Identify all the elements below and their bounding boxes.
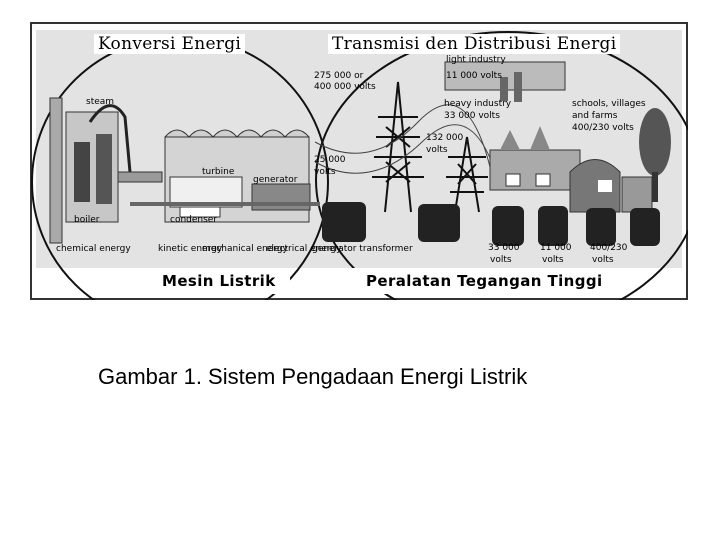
label-33000-volts-mid: 33 000 volts [444,111,500,121]
label-generator: generator [253,175,298,185]
header-transmission-distribution: Transmisi den Distribusi Energi [328,34,621,54]
label-high-voltage-equipment: Peralatan Tegangan Tinggi [352,268,617,294]
label-generator-transformer: generator transformer [312,244,413,254]
transmission-ellipse [315,31,688,300]
transformers [322,202,660,246]
label-electrical-machines: Mesin Listrik [148,268,290,294]
label-volts-2: volts [542,255,564,265]
diagram-artwork: steam turbine generator condenser boiler… [30,22,688,300]
factories [444,61,581,191]
label-electrical-energy: electrical energy [266,244,342,254]
label-turbine: turbine [202,167,235,177]
label-275000: 275 000 or [314,71,364,81]
label-heavy-industry: heavy industry [444,99,512,109]
village [569,108,671,213]
label-400-230-volts-top: 400/230 volts [572,123,634,133]
label-11000-volts-top: 11 000 volts [446,71,502,81]
label-33000-bottom: 33 000 [488,243,520,253]
figure-caption: Gambar 1. Sistem Pengadaan Energi Listri… [98,364,528,389]
energy-system-diagram: steam turbine generator condenser boiler… [30,22,688,300]
label-400000-volts: 400 000 volts [314,82,376,92]
label-condenser: condenser [170,215,217,225]
label-steam: steam [86,97,114,107]
label-mechanical-energy: mechanical energy [202,244,289,254]
label-25000-volts: volts [314,167,336,177]
label-25000: 25 000 [314,155,346,165]
header-energy-conversion: Konversi Energi [94,34,246,54]
label-volts-3: volts [592,255,614,265]
label-400-230-bottom: 400/230 [590,243,628,253]
label-volts-1: volts [490,255,512,265]
label-light-industry: light industry [446,55,506,65]
label-kinetic-energy: kinetic energy [158,244,223,254]
label-132000-volts: volts [426,145,448,155]
label-chemical-energy: chemical energy [56,244,131,254]
label-boiler: boiler [74,215,100,225]
label-11000-bottom: 11 000 [540,243,572,253]
transmission-towers [314,81,501,213]
label-132000: 132 000 [426,133,463,143]
label-schools-villages: schools, villages [572,99,646,109]
label-and-farms: and farms [572,111,618,121]
power-station [49,97,320,244]
